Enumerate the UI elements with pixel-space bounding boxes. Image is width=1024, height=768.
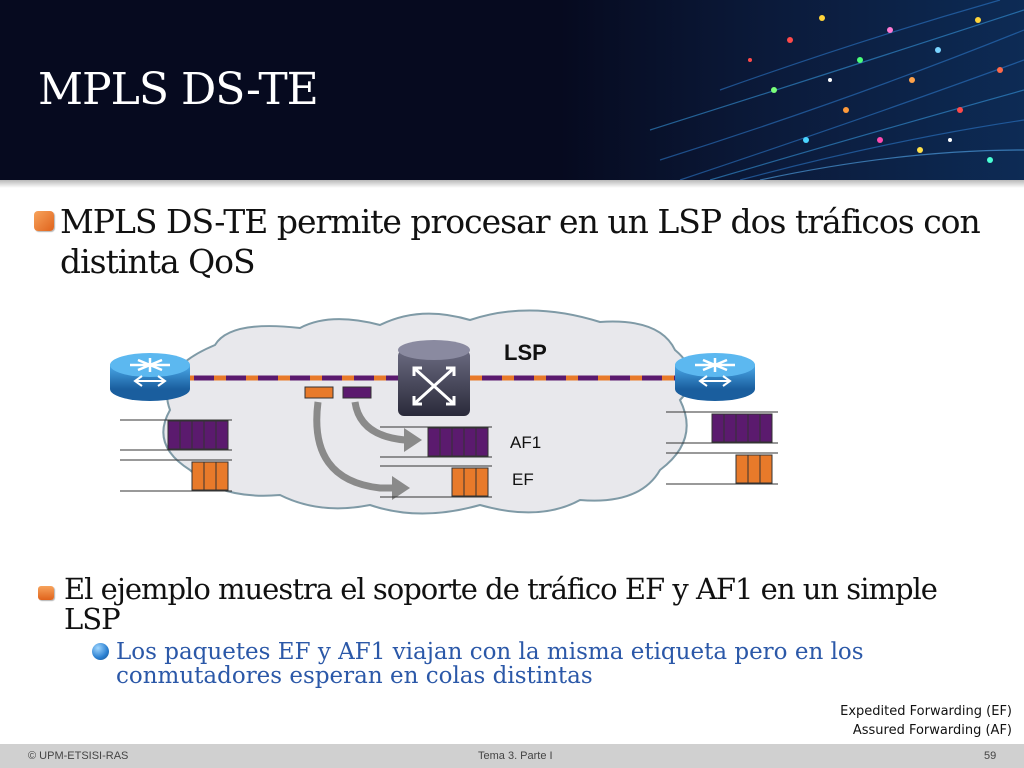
af1-packet [342,386,372,399]
footer-topic: Tema 3. Parte I [478,750,553,762]
bullet-1-text: MPLS DS-TE permite procesar en un LSP do… [60,202,981,281]
ef-packet [304,386,334,399]
slide-header: MPLS DS-TE [0,0,1024,180]
ds-te-diagram: LSP AF1 EF [110,309,778,515]
header-divider [0,180,1024,188]
legend-af: Assured Forwarding (AF) [852,723,1012,738]
bullet-square-icon [38,586,54,600]
mpls-switch-icon [398,340,470,416]
right-ef-queue [666,452,778,485]
page-number: 59 [984,750,997,762]
left-ef-queue [120,459,232,492]
bullet-ball-icon [92,643,109,660]
fiber-optic-image [560,0,1024,180]
af1-arrow [351,401,406,444]
left-af1-queue [120,419,232,451]
right-af1-queue [666,411,778,444]
center-af1-queue [380,426,492,458]
lsp-label: LSP [504,340,547,365]
left-router-icon [110,353,190,401]
center-ef-queue [380,465,492,498]
ef-label: EF [512,470,534,489]
bullet-square-icon [34,211,54,231]
right-router-icon [675,353,755,401]
legend-note: Expedited Forwarding (EF) Assured Forwar… [840,702,1012,740]
footer-copyright: © UPM-ETSISI-RAS [28,750,129,762]
af1-label: AF1 [510,433,541,452]
bullet-2-text: El ejemplo muestra el soporte de tráfico… [64,572,938,636]
slide-title: MPLS DS-TE [38,64,319,115]
sub-bullet-text: Los paquetes EF y AF1 viajan con la mism… [116,639,864,689]
legend-ef: Expedited Forwarding (EF) [840,704,1012,719]
ef-arrow [313,401,392,492]
slide-footer: © UPM-ETSISI-RAS Tema 3. Parte I 59 [0,744,1024,768]
